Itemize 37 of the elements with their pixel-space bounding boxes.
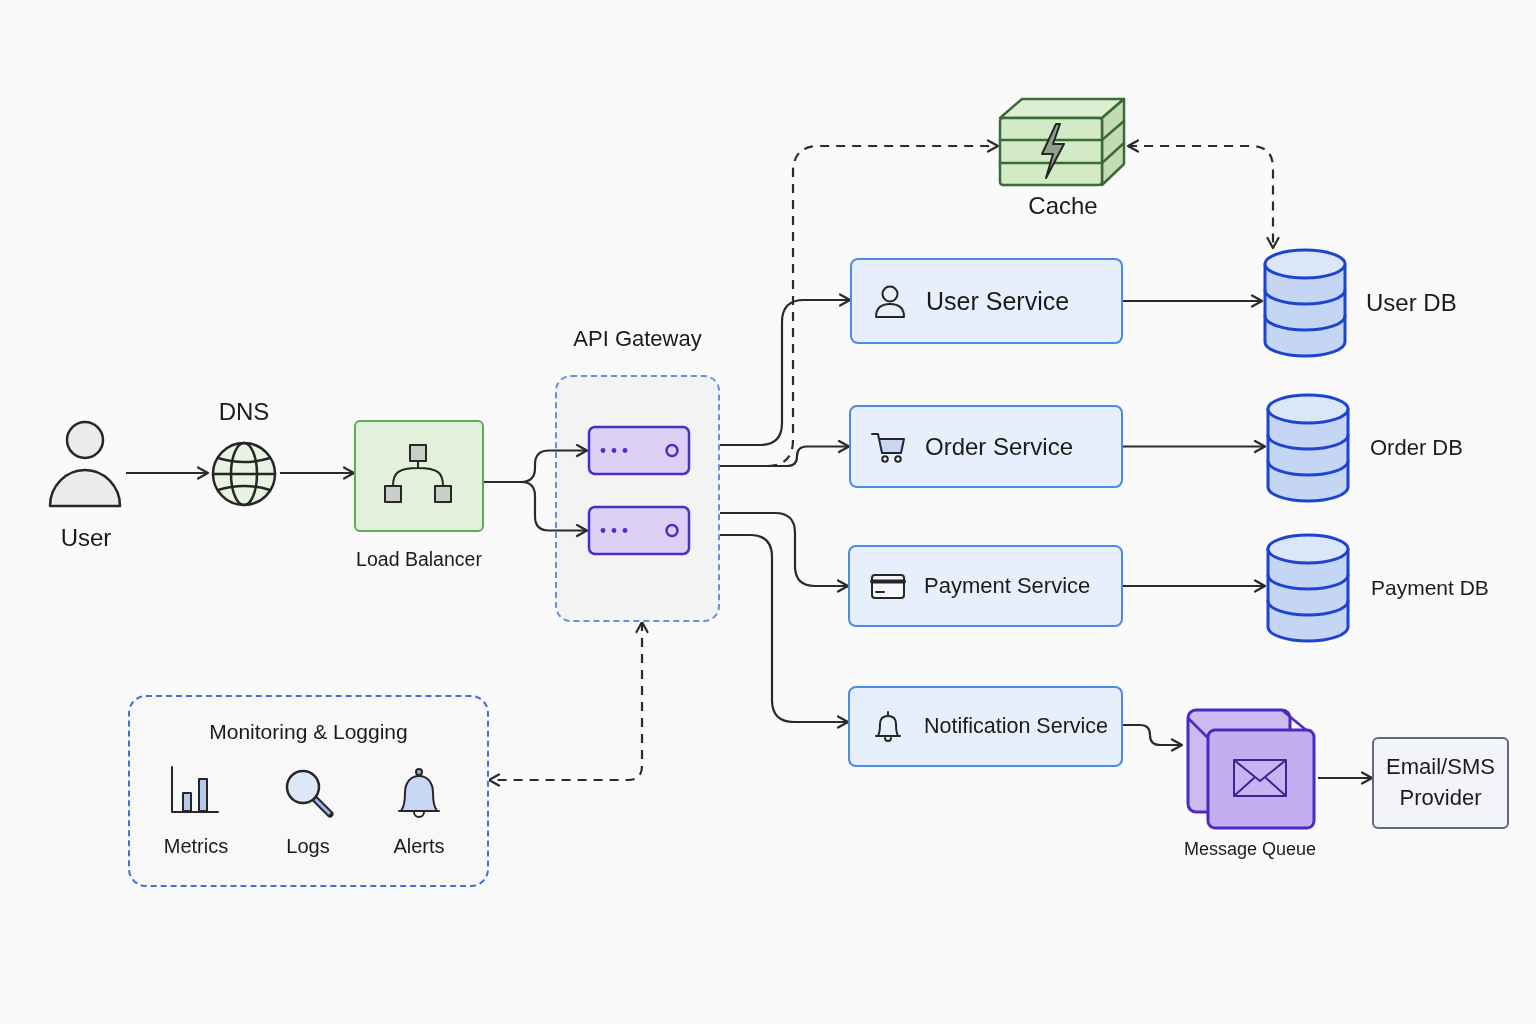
node-label: Email/SMS Provider bbox=[1385, 753, 1496, 812]
node-label: User DB bbox=[1366, 289, 1457, 317]
service-box bbox=[849, 405, 1123, 488]
arrow bbox=[720, 533, 850, 729]
node-label: Message Queue bbox=[1183, 839, 1317, 860]
node-label: Payment DB bbox=[1371, 575, 1489, 601]
provider-box bbox=[1372, 737, 1509, 829]
service-box bbox=[848, 545, 1123, 627]
dashed-double-arrow bbox=[487, 620, 649, 787]
arrow bbox=[1123, 579, 1267, 593]
group-title: API Gateway bbox=[573, 326, 702, 352]
arrow bbox=[1123, 439, 1267, 454]
arrow bbox=[1123, 723, 1184, 752]
node-label: User bbox=[60, 524, 112, 552]
arrow bbox=[1318, 771, 1374, 785]
node-label: Order Service bbox=[925, 432, 1074, 461]
arrow bbox=[126, 466, 210, 480]
group-title: Monitoring & Logging bbox=[209, 720, 408, 745]
node-label: Payment Service bbox=[924, 573, 1091, 599]
node-label: Metrics bbox=[163, 835, 229, 858]
arrow bbox=[484, 480, 589, 538]
arrow bbox=[720, 511, 850, 593]
node-label: Logs bbox=[286, 835, 330, 858]
service-box bbox=[848, 686, 1123, 767]
arrow bbox=[280, 466, 356, 480]
node-label: DNS bbox=[218, 398, 270, 426]
node-label: Load Balancer bbox=[356, 548, 482, 571]
service-box bbox=[850, 258, 1123, 344]
arrow bbox=[1123, 294, 1264, 308]
dashed-double-arrow bbox=[1126, 139, 1280, 250]
node-label: Alerts bbox=[393, 835, 445, 858]
node-label: Cache bbox=[1028, 192, 1098, 220]
node-label: User Service bbox=[926, 286, 1070, 316]
arrow bbox=[720, 293, 852, 447]
node-label: Order DB bbox=[1370, 435, 1463, 461]
node-label: Notification Service bbox=[924, 714, 1109, 739]
monitoring-group bbox=[128, 695, 489, 887]
